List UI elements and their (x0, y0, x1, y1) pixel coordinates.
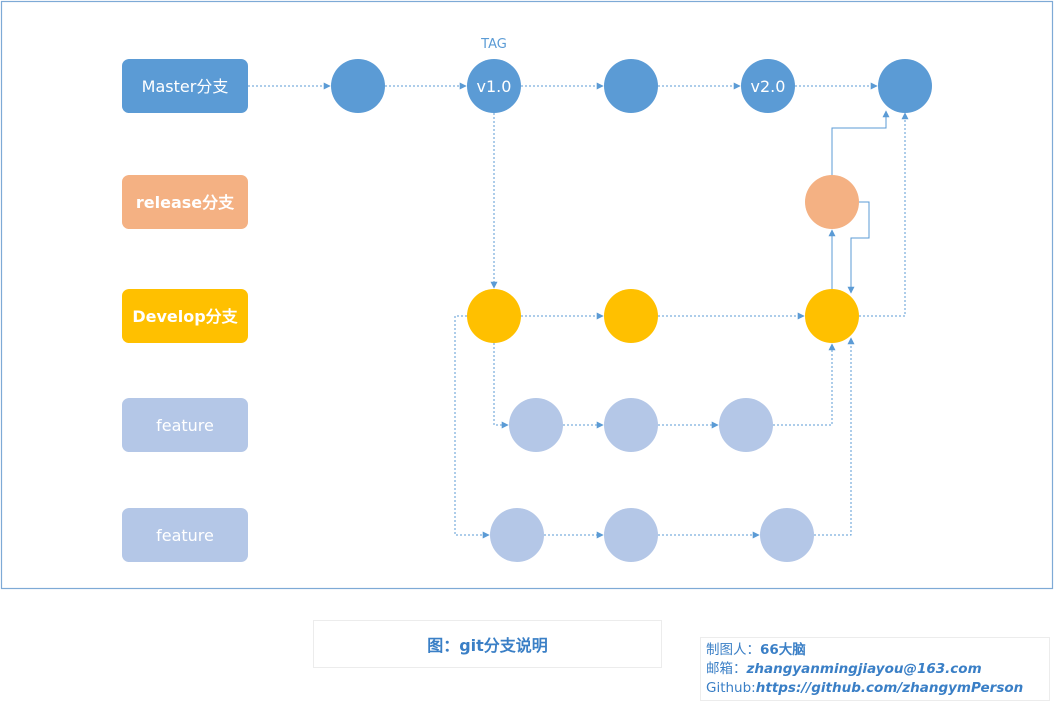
edge-fb3-d3 (814, 337, 855, 536)
lane-label-feature1: feature (156, 416, 214, 435)
lane-develop: Develop分支 (122, 289, 248, 343)
edge-d1-fb1 (454, 315, 490, 539)
lane-master: Master分支 (122, 59, 248, 113)
email-value: zhangyanmingjiayou@163.com (746, 661, 982, 677)
commit-circle-fb3 (760, 508, 814, 562)
caption-text: 图：git分支说明 (427, 636, 548, 655)
commit-label-m2: v1.0 (477, 77, 512, 96)
tag-label: TAG (480, 37, 507, 52)
author-label: 制图人： (706, 642, 760, 658)
credits-author: 制图人：66大脑 (706, 641, 1049, 660)
edge-r1-d3 (847, 201, 870, 294)
commit-node-fa1 (509, 398, 563, 452)
commit-node-fa2 (604, 398, 658, 452)
commit-circle-d2 (604, 289, 658, 343)
commit-node-fb1 (490, 508, 544, 562)
diagram-frame (0, 0, 1054, 590)
commit-circle-fa2 (604, 398, 658, 452)
edge-d3-m5 (859, 112, 909, 317)
lane-label-feature2: feature (156, 526, 214, 545)
commit-node-fa3 (719, 398, 773, 452)
commit-node-m1 (331, 59, 385, 113)
lane-label-develop: Develop分支 (132, 307, 238, 326)
lane-label-master: Master分支 (142, 77, 229, 96)
commit-node-m3 (604, 59, 658, 113)
git-branch-diagram: Master分支 release分支 Develop分支 feature feature… (0, 0, 1054, 590)
edge-fa3-d3 (773, 343, 836, 426)
commit-circle-m3 (604, 59, 658, 113)
commit-circle-fa3 (719, 398, 773, 452)
email-label: 邮箱： (706, 661, 747, 677)
commit-node-r1 (805, 175, 859, 229)
commit-node-d1 (467, 289, 521, 343)
commit-node-m4: v2.0 (741, 59, 795, 113)
github-label: Github: (706, 680, 756, 696)
edge-r1-m5 (831, 110, 890, 175)
lane-label-release: release分支 (136, 193, 235, 212)
lane-release: release分支 (122, 175, 248, 229)
commit-node-fb2 (604, 508, 658, 562)
lane-box-develop (122, 289, 248, 343)
lane-box-feature2 (122, 508, 248, 562)
commit-circle-fb2 (604, 508, 658, 562)
commit-circle-m5 (878, 59, 932, 113)
commit-node-fb3 (760, 508, 814, 562)
commit-circle-fa1 (509, 398, 563, 452)
edge-d1-fa1 (493, 343, 509, 429)
lane-box-release (122, 175, 248, 229)
lane-feature1: feature (122, 398, 248, 452)
commit-circle-d1 (467, 289, 521, 343)
lane-feature2: feature (122, 508, 248, 562)
commit-circle-d3 (805, 289, 859, 343)
caption: 图：git分支说明 (313, 620, 662, 668)
commit-node-d3 (805, 289, 859, 343)
commit-node-d2 (604, 289, 658, 343)
commit-circle-fb1 (490, 508, 544, 562)
credits-email: 邮箱：zhangyanmingjiayou@163.com (706, 660, 1049, 679)
lane-box-master (122, 59, 248, 113)
commit-label-m4: v2.0 (751, 77, 786, 96)
lane-box-feature1 (122, 398, 248, 452)
author-value: 66大脑 (760, 642, 806, 658)
credits-github: Github:https://github.com/zhangymPerson (706, 679, 1049, 698)
commit-circle-m4 (741, 59, 795, 113)
commit-circle-m1 (331, 59, 385, 113)
commit-node-m5 (878, 59, 932, 113)
credits-box: 制图人：66大脑 邮箱：zhangyanmingjiayou@163.com G… (700, 637, 1050, 701)
commit-circle-r1 (805, 175, 859, 229)
commit-circle-m2 (467, 59, 521, 113)
github-link[interactable]: https://github.com/zhangymPerson (755, 680, 1024, 696)
commit-node-m2: v1.0 (467, 59, 521, 113)
